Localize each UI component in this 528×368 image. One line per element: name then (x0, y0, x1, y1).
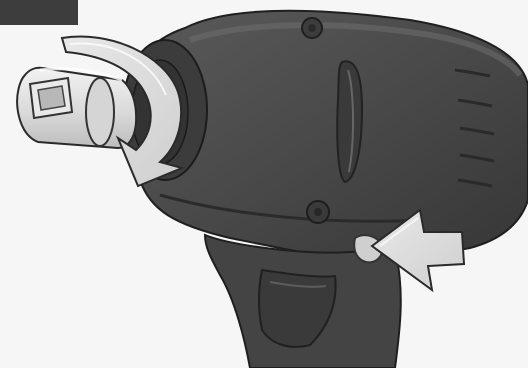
tool-body (123, 11, 528, 261)
socket-adapter (17, 68, 136, 148)
